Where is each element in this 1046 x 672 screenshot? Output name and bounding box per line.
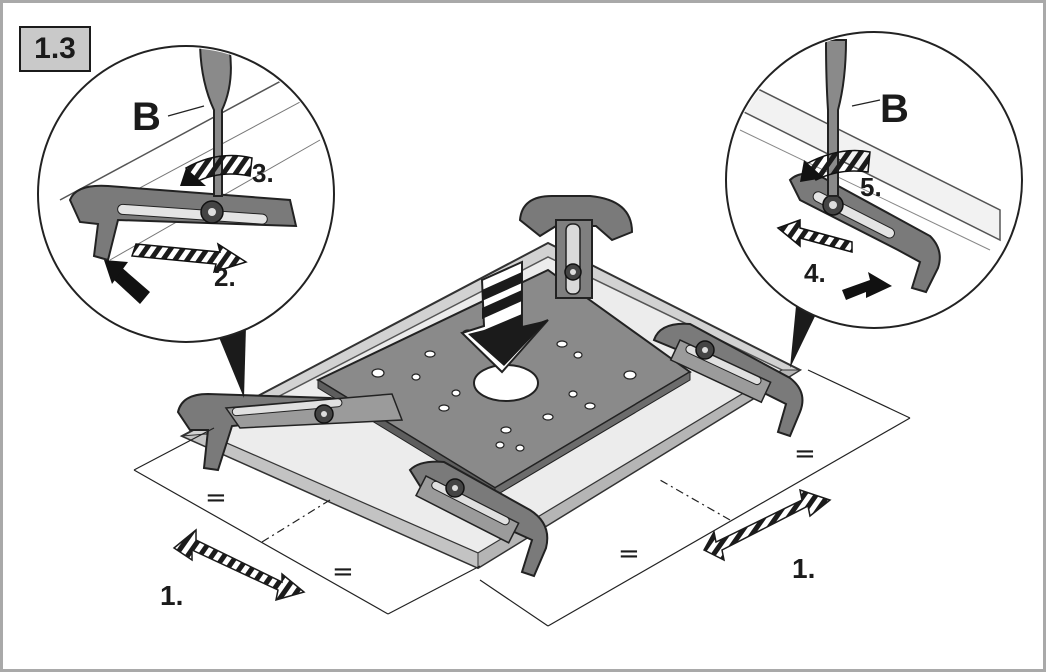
step-2-label: 2.: [214, 262, 236, 292]
adjust-arrow-left: [172, 528, 306, 602]
left-callout-pointer: [216, 326, 246, 398]
step-5-label: 5.: [860, 172, 882, 202]
tool-label-right: B: [880, 87, 909, 131]
figure-label: 1.3: [19, 26, 91, 72]
step-1-label-right: 1.: [792, 553, 815, 584]
clamp-left: [176, 392, 404, 472]
equal-mark-left-lower: =: [332, 557, 354, 587]
dimension-lines: [133, 369, 911, 627]
equal-mark-right-upper: =: [794, 439, 816, 469]
detail-circle-right: B 5. 4.: [725, 31, 1023, 329]
step-3-label: 3.: [252, 158, 274, 188]
step-1-label-left: 1.: [160, 580, 183, 611]
clamp-back: [518, 195, 634, 299]
center-plate: [315, 268, 692, 497]
equal-mark-left-upper: =: [205, 483, 227, 513]
press-down-arrow: [460, 260, 549, 374]
adjust-arrow-right: [702, 488, 832, 562]
right-callout-pointer: [790, 306, 818, 368]
detail-circle-left: B 3. 2.: [37, 45, 335, 343]
equal-mark-right-lower: =: [618, 539, 640, 569]
step-4-label: 4.: [804, 258, 826, 288]
clamp-front: [408, 460, 549, 578]
tool-label-left: B: [132, 95, 161, 139]
clamp-right: [652, 322, 804, 438]
